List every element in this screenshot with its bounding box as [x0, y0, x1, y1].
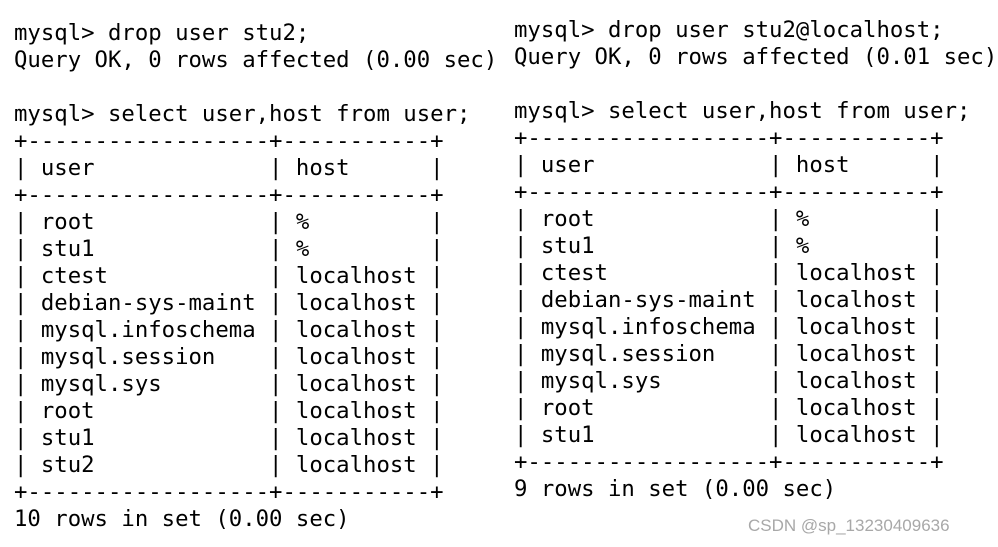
table-header: | user | host |: [14, 155, 444, 181]
table-row: | stu1 | localhost |: [514, 422, 944, 448]
blank-line: [14, 74, 497, 101]
command-line: mysql> select user,host from user;: [514, 98, 971, 124]
table-border: +------------------+-----------+: [14, 479, 444, 505]
table-row: | mysql.infoschema | localhost |: [14, 317, 444, 343]
table-border: +------------------+-----------+: [14, 128, 444, 154]
table-border: +------------------+-----------+: [514, 449, 944, 475]
table-row: | debian-sys-maint | localhost |: [14, 290, 444, 316]
table-header: | user | host |: [514, 152, 944, 178]
table-border: +------------------+-----------+: [514, 125, 944, 151]
query-result: Query OK, 0 rows affected (0.00 sec): [14, 47, 498, 73]
query-result: Query OK, 0 rows affected (0.01 sec): [514, 44, 998, 70]
table-row: | stu2 | localhost |: [14, 452, 444, 478]
watermark: CSDN @sp_13230409636: [748, 516, 950, 535]
rows-summary: 10 rows in set (0.00 sec): [14, 506, 350, 532]
table-border: +------------------+-----------+: [14, 182, 444, 208]
table-row: | mysql.session | localhost |: [514, 341, 944, 367]
table-row: | stu1 | % |: [514, 233, 944, 259]
table-row: | ctest | localhost |: [14, 263, 444, 289]
table-row: | stu1 | localhost |: [14, 425, 444, 451]
table-row: | mysql.sys | localhost |: [514, 368, 944, 394]
command-line: mysql> select user,host from user;: [14, 101, 471, 127]
table-row: | root | localhost |: [514, 395, 944, 421]
table-row: | mysql.infoschema | localhost |: [514, 314, 944, 340]
table-row: | debian-sys-maint | localhost |: [514, 287, 944, 313]
table-row: | root | localhost |: [14, 398, 444, 424]
terminal-output-left: mysql> drop user stu2;Query OK, 0 rows a…: [14, 20, 497, 533]
table-row: | mysql.session | localhost |: [14, 344, 444, 370]
table-row: | stu1 | % |: [14, 236, 444, 262]
table-row: | root | % |: [14, 209, 444, 235]
terminal-output-right: mysql> drop user stu2@localhost;Query OK…: [514, 17, 997, 503]
blank-line: [514, 71, 997, 98]
command-line: mysql> drop user stu2;: [14, 20, 310, 46]
table-row: | root | % |: [514, 206, 944, 232]
table-border: +------------------+-----------+: [514, 179, 944, 205]
table-row: | mysql.sys | localhost |: [14, 371, 444, 397]
rows-summary: 9 rows in set (0.00 sec): [514, 476, 837, 502]
table-row: | ctest | localhost |: [514, 260, 944, 286]
command-line: mysql> drop user stu2@localhost;: [514, 17, 944, 43]
